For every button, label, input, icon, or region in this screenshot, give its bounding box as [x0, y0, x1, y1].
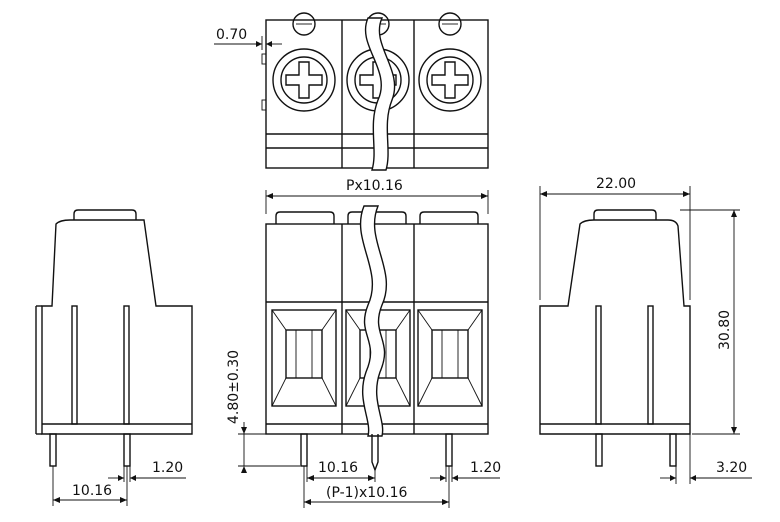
screw-hole-top-3 [438, 12, 462, 36]
dim-pin-offset-right: 3.20 [716, 460, 747, 476]
dim-pitch-front: 10.16 [318, 460, 358, 476]
side-view-right: 22.00 30.80 3.20 [539, 176, 752, 484]
break-line-top [364, 17, 396, 171]
pin-3 [445, 433, 453, 467]
dim-pitch-total: Px10.16 [346, 178, 403, 194]
dim-pitch-side: 10.16 [72, 483, 112, 499]
dim-pin-width-front: 1.20 [470, 460, 501, 476]
dim-pin-offset: 4.80±0.30 [226, 350, 242, 424]
screw-3 [418, 48, 482, 112]
screw-1 [272, 48, 336, 112]
side-view-left: 10.16 1.20 [35, 209, 193, 506]
pin-1 [300, 433, 308, 467]
dim-height: 30.80 [717, 310, 733, 350]
dim-pin-width-side: 1.20 [152, 460, 183, 476]
top-view: 0.70 [214, 12, 489, 171]
dim-pitch-span: (P-1)x10.16 [326, 485, 407, 501]
break-line-front [359, 205, 388, 437]
dim-width: 22.00 [596, 176, 636, 192]
wire-opening-1 [271, 309, 337, 407]
dim-gap: 0.70 [216, 27, 247, 43]
screw-hole-top-1 [292, 12, 316, 36]
front-view: Px10.16 [226, 178, 501, 508]
pin-2 [371, 434, 379, 472]
wire-opening-3 [417, 309, 483, 407]
